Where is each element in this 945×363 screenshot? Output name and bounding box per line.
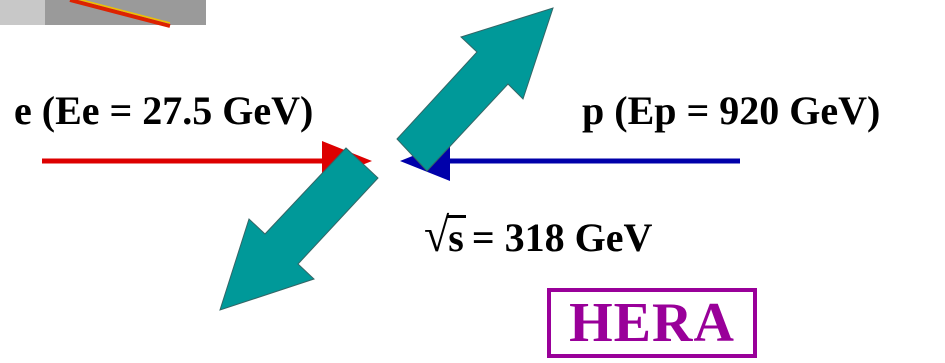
- sqrt-icon: √: [424, 207, 450, 262]
- outgoing-arrow-up-right: [396, 7, 554, 172]
- thumbnail-image: [0, 0, 206, 28]
- sqrt-expression: √ s: [424, 207, 466, 262]
- center-of-mass-energy-label: √ s = 318 GeV: [424, 207, 653, 262]
- electron-energy-label: e (Ee = 27.5 GeV): [14, 88, 314, 133]
- sqrt-radicand: s: [447, 215, 466, 260]
- outgoing-arrow-down-left: [219, 147, 379, 311]
- hera-logo-box: HERA: [547, 288, 757, 358]
- hera-logo-text: HERA: [569, 292, 735, 354]
- energy-value: = 318 GeV: [471, 215, 653, 260]
- proton-energy-label: p (Ep = 920 GeV): [582, 88, 881, 133]
- proton-beam-arrow: [400, 141, 740, 181]
